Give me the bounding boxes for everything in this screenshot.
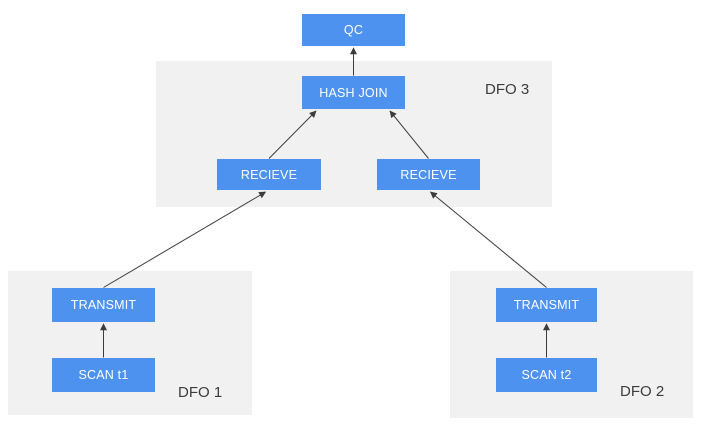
dfo1-group-label: DFO 1 (178, 384, 223, 401)
node-transmit-left: TRANSMIT (52, 288, 155, 322)
node-scan-t2: SCAN t2 (496, 358, 597, 392)
node-qc: QC (302, 14, 405, 46)
node-hash-join: HASH JOIN (302, 76, 405, 109)
node-transmit-right: TRANSMIT (496, 288, 597, 322)
node-recieve-left: RECIEVE (217, 159, 321, 190)
dfo2-group-label: DFO 2 (620, 383, 665, 400)
node-recieve-right: RECIEVE (377, 159, 480, 190)
dfo3-group-label: DFO 3 (485, 81, 530, 98)
node-scan-t1: SCAN t1 (52, 358, 155, 392)
